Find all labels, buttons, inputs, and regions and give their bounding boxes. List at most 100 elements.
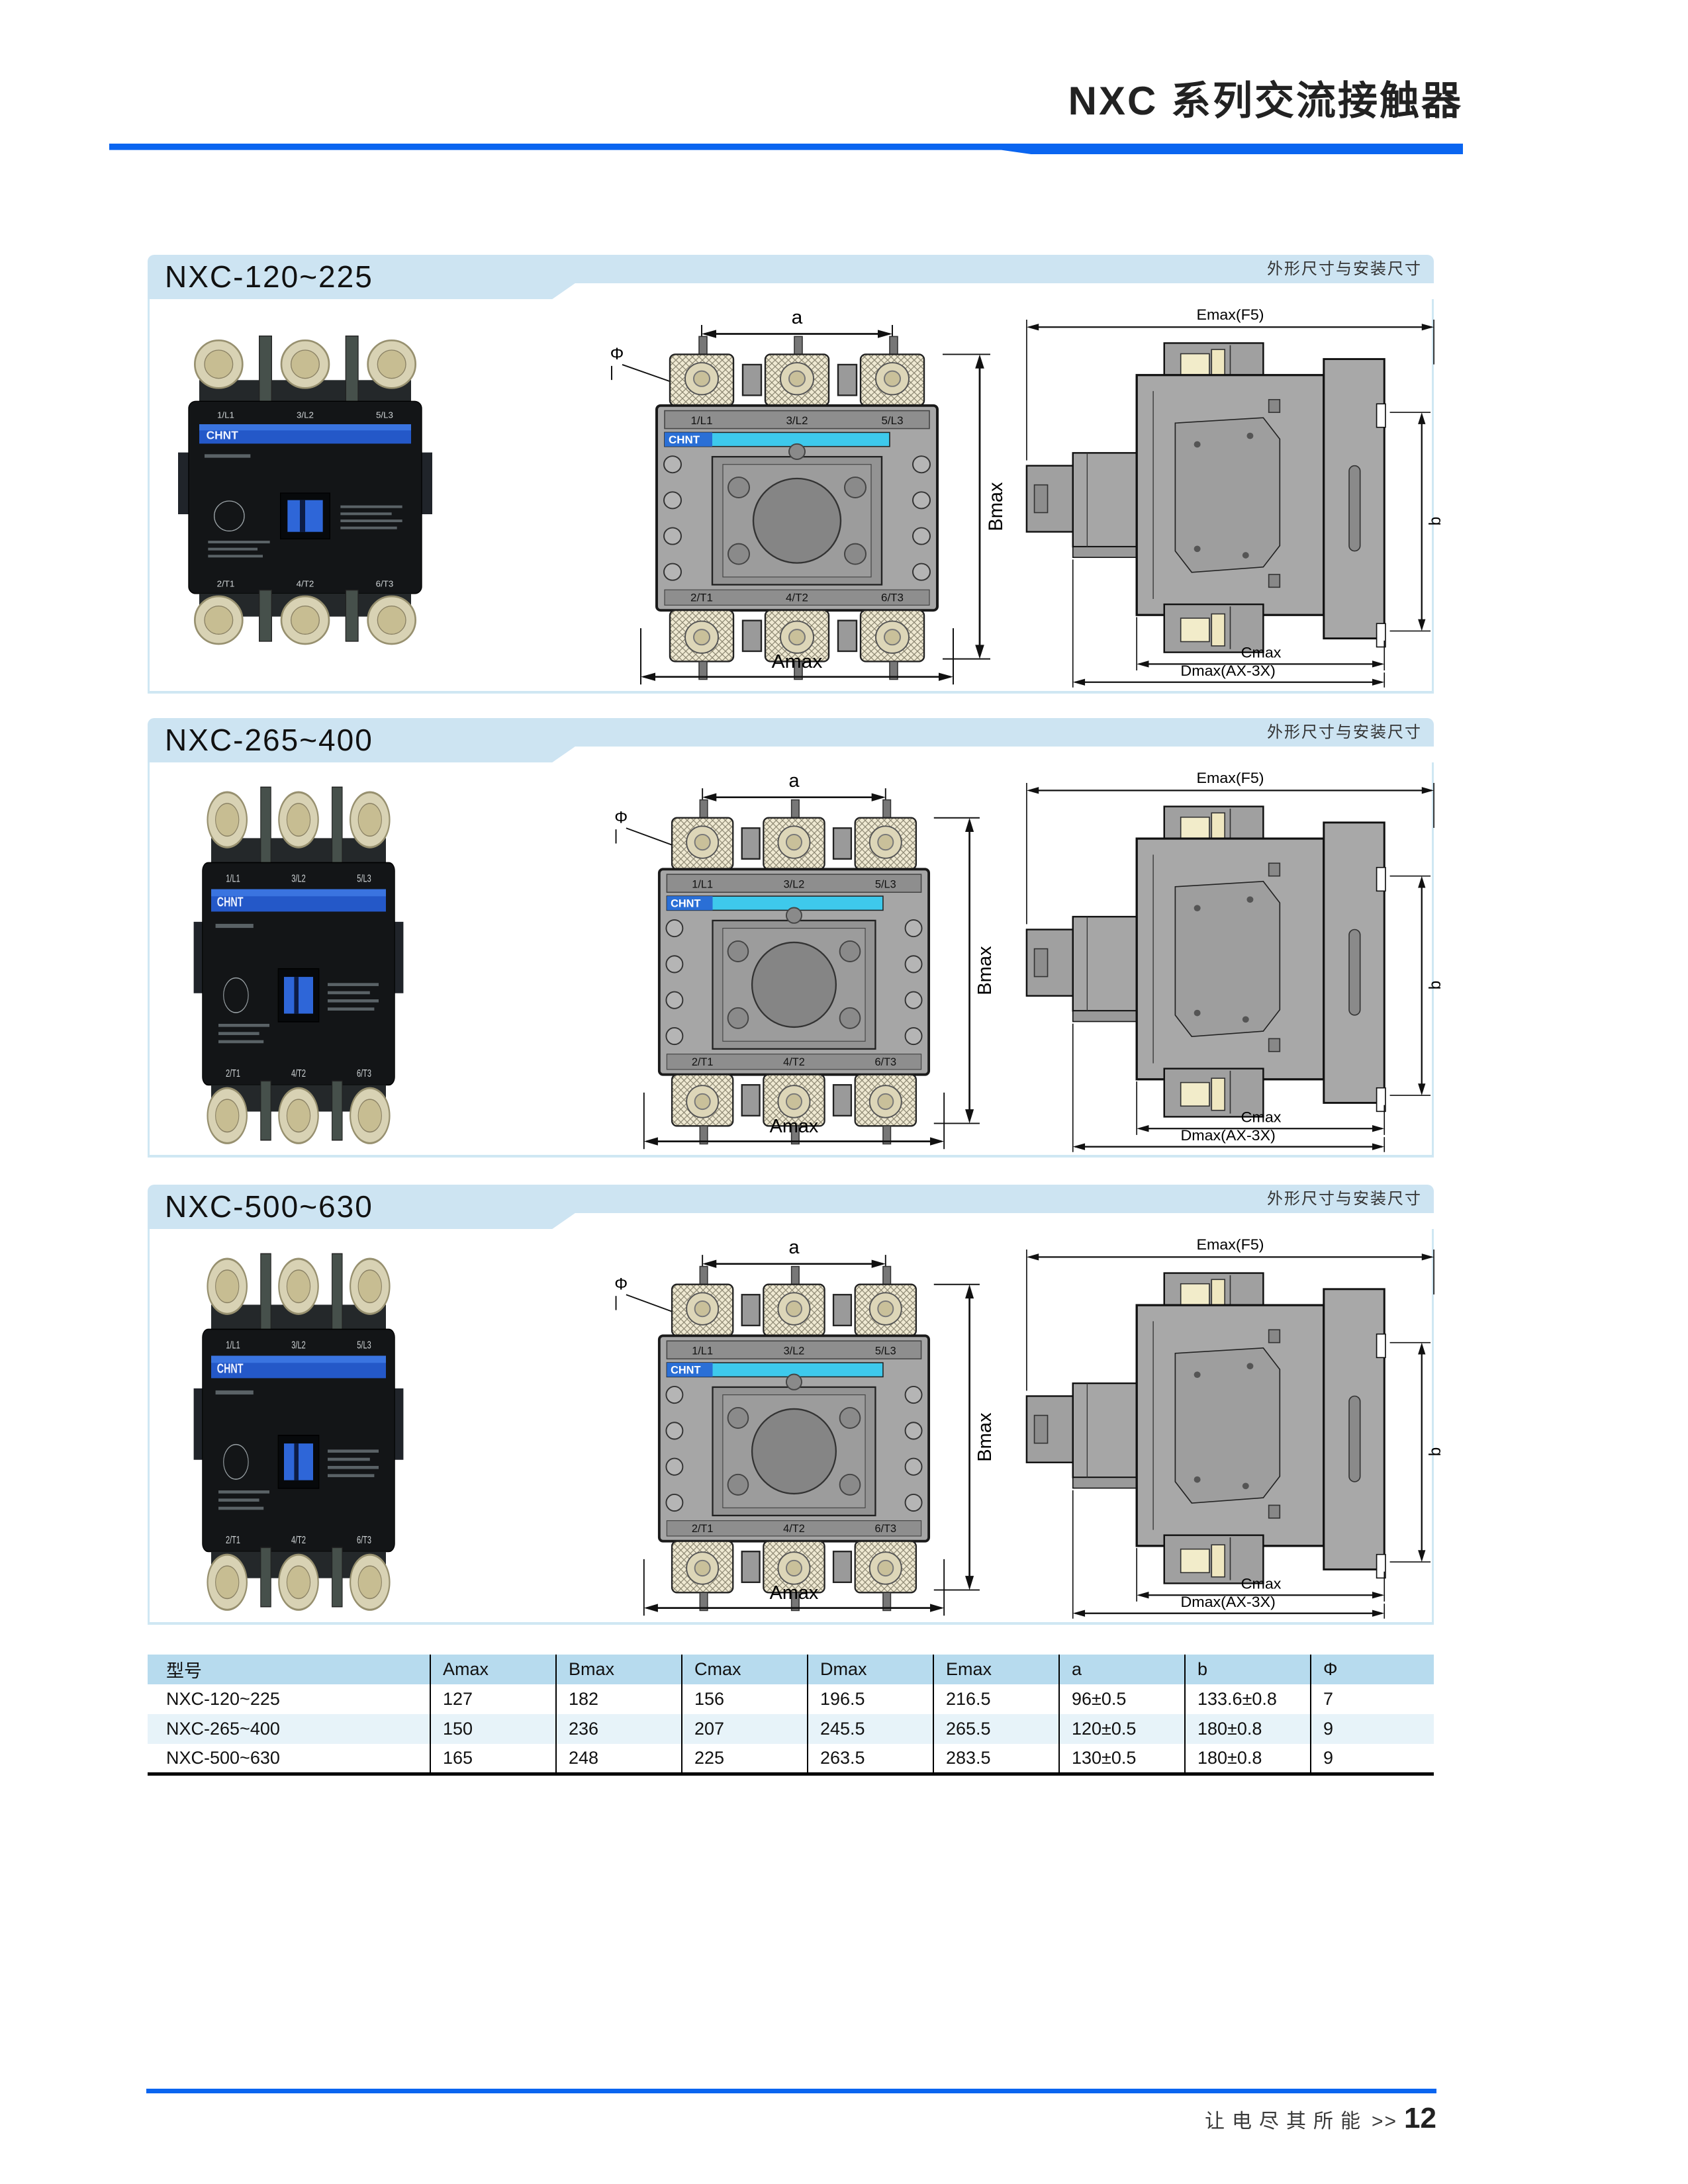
section-banner: NXC-265~400 外形尺寸与安装尺寸	[148, 718, 1434, 763]
page-number: 12	[1404, 2102, 1436, 2134]
photo-label-t3: 6/T3	[357, 1068, 371, 1079]
dim-label-dmax: Dmax(AX-3X)	[1180, 1593, 1275, 1610]
dim-label-bmax: Bmax	[974, 1412, 996, 1462]
dim-label-bmax: Bmax	[985, 482, 1008, 531]
photo-label-l2: 3/L2	[297, 410, 314, 420]
corner-note: 外形尺寸与安装尺寸	[1267, 723, 1422, 741]
dim-label-b: b	[1427, 517, 1444, 525]
cell: 165	[430, 1744, 556, 1774]
cell: 248	[555, 1744, 682, 1774]
header-amax: Amax	[430, 1655, 556, 1684]
photo-label-l3: 5/L3	[376, 410, 393, 420]
header-phi: Φ	[1310, 1655, 1434, 1684]
header-a: a	[1058, 1655, 1185, 1684]
dim-label-amax: Amax	[772, 651, 823, 672]
dim-label-amax: Amax	[770, 1116, 819, 1137]
section-banner: NXC-120~225 外形尺寸与安装尺寸	[148, 255, 1434, 300]
dim-label-b: b	[1427, 1447, 1444, 1456]
top-screw-terminals	[207, 1257, 391, 1315]
product-photo: 1/L1 3/L2 5/L3 CHNT 2/T1 4/T2 6/T3	[178, 336, 432, 645]
header-b: b	[1184, 1655, 1311, 1684]
terminal-label-t3: 6/T3	[874, 1056, 896, 1068]
terminal-label-t1: 2/T1	[690, 592, 713, 604]
cell: 120±0.5	[1058, 1714, 1185, 1744]
product-photo: 1/L1 3/L2 5/L3 CHNT 2/T1 4/T2 6/T3	[193, 1253, 404, 1611]
front-view-drawing: a Φ 1/L1 3/L2 5/L3	[610, 307, 1008, 685]
front-view-drawing: a Φ 1/L1 3/L2 5/L3 CHNT	[614, 770, 996, 1150]
terminal-label-l3: 5/L3	[881, 414, 903, 427]
dim-label-b: b	[1427, 981, 1444, 989]
photo-label-l2: 3/L2	[291, 1340, 305, 1351]
footer-divider	[146, 2089, 1436, 2093]
cell: 180±0.8	[1184, 1744, 1311, 1774]
cell: 9	[1310, 1714, 1434, 1744]
section-panel: 1/L1 3/L2 5/L3 CHNT 2/T1 4/T2 6/T3	[148, 762, 1444, 1158]
section-model: NXC-265~400	[165, 723, 373, 757]
footer-slogan: 让电尽其所能	[1205, 2111, 1368, 2132]
cell: 265.5	[933, 1714, 1059, 1744]
cell: 130±0.5	[1058, 1744, 1185, 1774]
banner-tab	[148, 1185, 575, 1230]
photo-label-t2: 4/T2	[291, 1534, 306, 1545]
header-dmax: Dmax	[807, 1655, 933, 1684]
cell: 283.5	[933, 1744, 1059, 1774]
terminal-label-t2: 4/T2	[783, 1523, 805, 1535]
photo-label-t1: 2/T1	[226, 1068, 240, 1079]
cell: 150	[430, 1714, 556, 1744]
table-row: NXC-265~400 150 236 207 245.5 265.5 120±…	[148, 1714, 1434, 1744]
cell: 9	[1310, 1744, 1434, 1774]
terminal-label-t1: 2/T1	[692, 1056, 714, 1068]
photo-brand: CHNT	[217, 894, 244, 909]
header-emax: Emax	[933, 1655, 1059, 1684]
dim-label-a: a	[788, 770, 800, 792]
cell: 96±0.5	[1058, 1684, 1185, 1714]
banner-tab	[148, 718, 575, 763]
section-model: NXC-120~225	[165, 259, 373, 294]
table-header-row: 型号 Amax Bmax Cmax Dmax Emax a b Φ	[148, 1655, 1434, 1684]
photo-label-t3: 6/T3	[376, 578, 394, 588]
top-screw-terminals	[207, 791, 391, 848]
photo-label-t1: 2/T1	[226, 1534, 240, 1545]
section-banner: NXC-500~630 外形尺寸与安装尺寸	[148, 1185, 1434, 1230]
side-view-drawing: Emax(F5)	[1025, 1236, 1444, 1619]
photo-label-t2: 4/T2	[291, 1068, 306, 1079]
cell: 263.5	[807, 1744, 933, 1774]
section-model: NXC-500~630	[165, 1189, 373, 1224]
cell: 180±0.8	[1184, 1714, 1311, 1744]
photo-label-t2: 4/T2	[297, 578, 314, 588]
dimension-table: 型号 Amax Bmax Cmax Dmax Emax a b Φ NXC-12…	[148, 1655, 1434, 1776]
section-panel: 1/L1 3/L2 5/L3 CHNT 2/T1 4/T2 6/T3	[148, 1229, 1444, 1625]
product-photo: 1/L1 3/L2 5/L3 CHNT 2/T1 4/T2 6/T3	[193, 786, 404, 1144]
dim-label-cmax: Cmax	[1241, 644, 1282, 661]
banner-tab	[148, 255, 575, 300]
table-row: NXC-120~225 127 182 156 196.5 216.5 96±0…	[148, 1684, 1434, 1714]
photo-brand: CHNT	[207, 429, 239, 442]
photo-label-l1: 1/L1	[226, 873, 240, 884]
cell: 207	[681, 1714, 808, 1744]
photo-label-l1: 1/L1	[217, 410, 234, 420]
cell-model: NXC-265~400	[166, 1719, 280, 1739]
photo-label-l1: 1/L1	[226, 1340, 240, 1351]
cell: 127	[430, 1684, 556, 1714]
bottom-screw-terminals	[194, 595, 416, 645]
cell: 245.5	[807, 1714, 933, 1744]
cell: 133.6±0.8	[1184, 1684, 1311, 1714]
dim-label-phi: Φ	[614, 1275, 628, 1293]
bottom-screw-terminals	[207, 1553, 391, 1611]
terminal-label-l3: 5/L3	[875, 1345, 896, 1357]
terminal-label-l1: 1/L1	[692, 878, 713, 890]
terminal-label-t3: 6/T3	[874, 1523, 896, 1535]
photo-label-t1: 2/T1	[217, 578, 235, 588]
side-view-drawing: Emax(F5)	[1025, 769, 1444, 1152]
footer-arrow-icon: >>	[1372, 2111, 1398, 2132]
front-view-drawing: a Φ 1/L1 3/L2 5/L3 CHNT	[614, 1237, 996, 1616]
page-title: NXC 系列交流接触器	[1068, 79, 1463, 123]
cell: 225	[681, 1744, 808, 1774]
cell: 7	[1310, 1684, 1434, 1714]
cell: 156	[681, 1684, 808, 1714]
corner-note: 外形尺寸与安装尺寸	[1267, 260, 1422, 278]
drawing-brand: CHNT	[671, 897, 700, 909]
dim-label-dmax: Dmax(AX-3X)	[1180, 1126, 1275, 1144]
terminal-label-t3: 6/T3	[881, 592, 904, 604]
table-row: NXC-500~630 165 248 225 263.5 283.5 130±…	[148, 1744, 1434, 1774]
